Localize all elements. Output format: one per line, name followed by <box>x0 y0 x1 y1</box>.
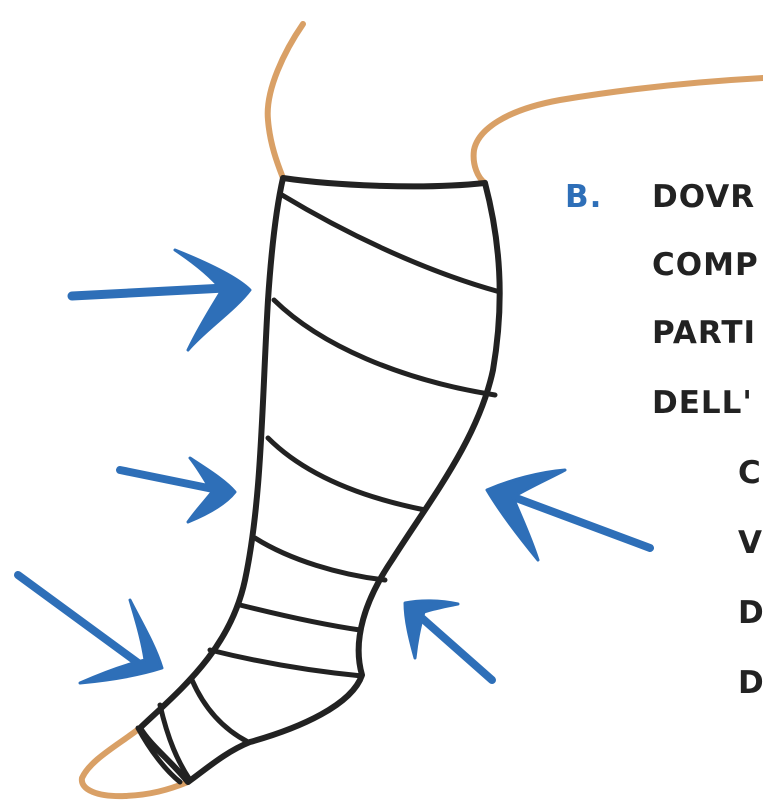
arrow-middle-left <box>120 458 235 522</box>
leg-back-contour <box>268 24 303 178</box>
caption-line: V <box>738 525 763 561</box>
caption-line: COMP <box>652 247 759 283</box>
caption-line: DELL' <box>652 385 753 421</box>
caption-line: DOVR <box>652 179 755 215</box>
bandage-wrap <box>255 538 385 580</box>
arrow-right-middle <box>487 470 650 560</box>
bandage-wrap <box>240 605 360 630</box>
arrow-right-lower <box>405 601 492 680</box>
bandage-outline <box>140 178 500 782</box>
arrow-upper-left <box>72 250 250 350</box>
compression-arrows <box>18 250 650 683</box>
bandage-wrap <box>268 438 425 510</box>
bandage-wrap <box>192 680 248 742</box>
caption: B. DOVR COMP PARTI DELL' C V D D <box>565 179 763 701</box>
bandage-wrap <box>210 650 362 676</box>
caption-line: PARTI <box>652 315 756 351</box>
caption-marker: B. <box>565 179 602 215</box>
leg-front-contour <box>474 78 763 183</box>
caption-line: C <box>738 455 762 491</box>
caption-line: D <box>738 595 763 631</box>
bandage <box>138 178 500 782</box>
bandage-wrap <box>274 300 495 395</box>
bandage-wrap <box>282 195 500 292</box>
caption-line: D <box>738 665 763 701</box>
arrow-lower-left <box>18 575 162 683</box>
